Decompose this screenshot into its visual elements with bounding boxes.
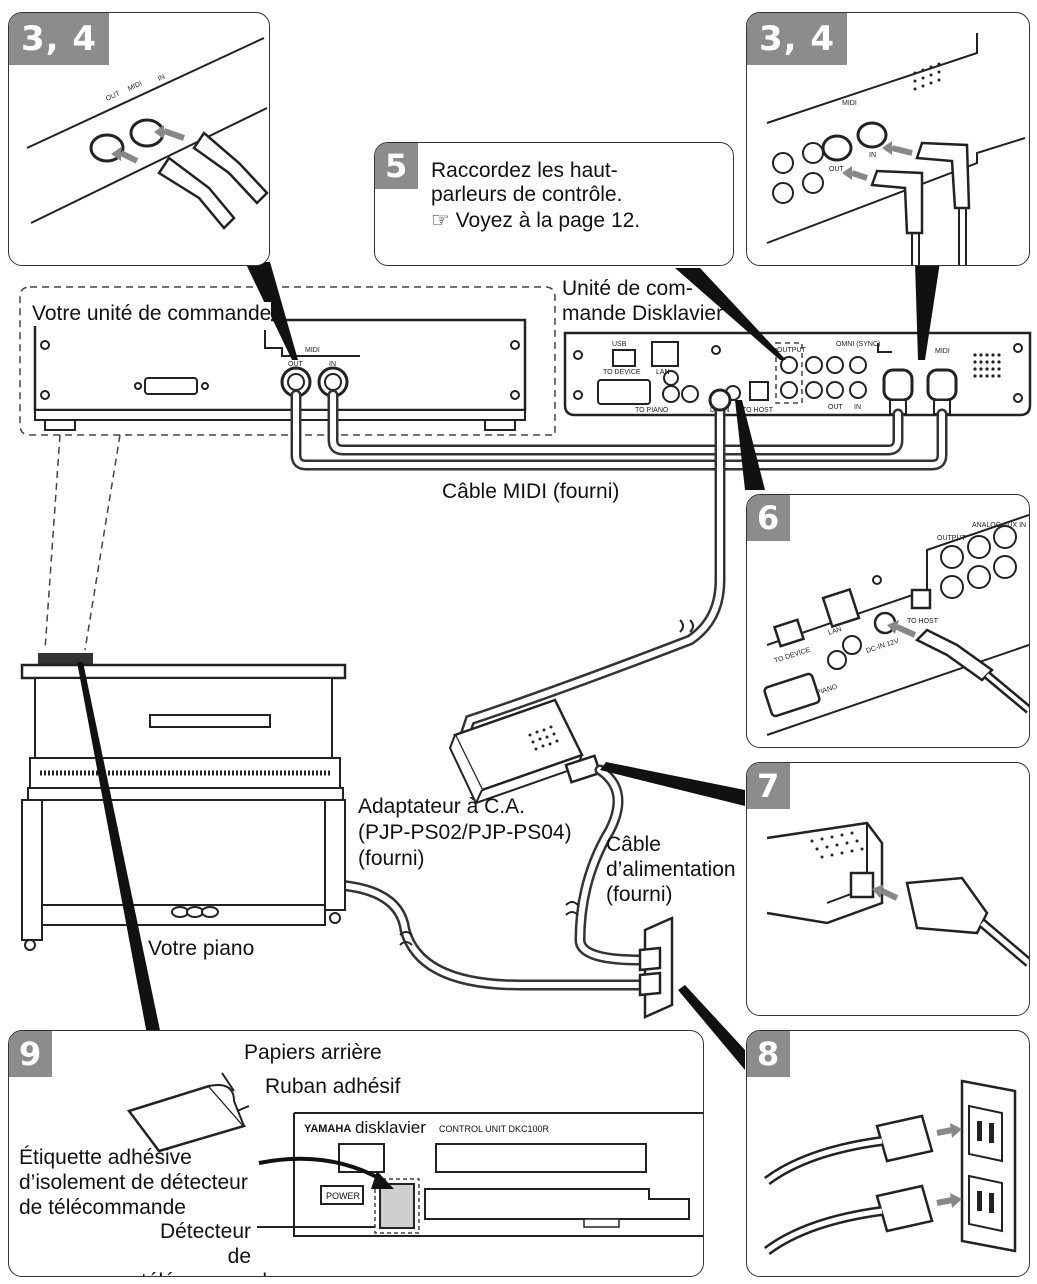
svg-text:OUTPUT: OUTPUT — [937, 535, 967, 542]
dk-out-label: OUT — [828, 404, 844, 411]
dk-omni-label: OMNI (SYNC) — [836, 341, 880, 348]
your-unit-in-label: IN — [329, 361, 336, 368]
adhesive-tape-label: Ruban adhésif — [265, 1075, 400, 1099]
svg-text:TO HOST: TO HOST — [907, 618, 939, 625]
dk-usb-label: USB — [612, 341, 627, 348]
dc-cable-inner — [465, 410, 720, 735]
power-cable-label: Câble d’alimentation (fourni) — [606, 832, 736, 907]
midi-cable-label: Câble MIDI (fourni) — [442, 480, 619, 504]
dk-in-label: IN — [854, 404, 861, 411]
svg-text:IN: IN — [157, 74, 166, 83]
dashed-leader-right — [85, 435, 120, 650]
your-unit-out-label: OUT — [288, 361, 304, 368]
adaptor-plug-closeup — [747, 763, 1029, 1015]
wall-plug-closeup — [747, 1031, 1029, 1276]
your-control-unit-label: Votre unité de commande — [32, 302, 271, 326]
dc-in-closeup: TO DEVICE LAN PIANO DC-IN 12V TO HOST OU… — [747, 495, 1029, 747]
svg-text:IN: IN — [869, 152, 876, 159]
sticker-label: Étiquette adhésive d’isolement de détect… — [19, 1145, 248, 1220]
dk-to-piano-label: TO PIANO — [635, 407, 669, 414]
dk-midi-label: MIDI — [935, 348, 950, 355]
remote-sensor — [380, 1184, 414, 1228]
upright-piano — [22, 653, 345, 950]
svg-text:MIDI: MIDI — [842, 100, 857, 107]
piano-cable-inner — [338, 885, 640, 985]
power-button-text: POWER — [326, 1191, 361, 1201]
midi-jacks-closeup-left: OUT MIDI IN — [9, 13, 269, 265]
backing-paper-label: Papiers arrière — [244, 1041, 382, 1065]
svg-text:PIANO: PIANO — [815, 683, 838, 697]
unit-name-text: CONTROL UNIT DKC100R — [439, 1124, 550, 1134]
dk-to-device-label: TO DEVICE — [603, 369, 641, 376]
panel-step-8: 8 — [746, 1030, 1030, 1277]
panel-step-3-4-left: 3, 4 OUT MIDI IN — [8, 12, 270, 266]
panel-step-7: 7 — [746, 762, 1030, 1016]
remote-sensor-label: Détecteur de télécommande — [141, 1219, 251, 1277]
dk-to-host-label: TO HOST — [742, 407, 774, 414]
svg-text:DC-IN 12V: DC-IN 12V — [865, 638, 900, 655]
cable-break-2 — [566, 902, 578, 915]
midi-jacks-closeup-right: MIDI OUT IN — [747, 13, 1029, 265]
disklavier-unit-label: Unité de com- mande Disklavier — [562, 276, 723, 326]
dc-plug — [710, 390, 730, 410]
dashed-leader-left — [45, 435, 60, 650]
brand-logo: YAMAHA — [304, 1123, 351, 1135]
step-badge-5: 5 — [375, 143, 418, 189]
wall-outlet — [640, 918, 672, 1017]
panel-step-9: 9 YAMAHA disklavier CONTROL UNIT DKC100R… — [8, 1030, 704, 1277]
svg-text:TO DEVICE: TO DEVICE — [773, 647, 811, 665]
your-piano-label: Votre piano — [148, 937, 254, 961]
dk-output-label: OUTPUT — [777, 347, 807, 354]
svg-text:LAN: LAN — [827, 626, 842, 637]
panel-step-6: 6 TO DEVICE LAN PIANO DC-IN 12V TO HOST … — [746, 494, 1030, 748]
step-5-page-ref: ☞ Voyez à la page 12. — [431, 209, 640, 233]
panel-step-5: 5 Raccordez les haut- parleurs de contrô… — [374, 142, 734, 266]
your-unit-midi-label: MIDI — [305, 347, 320, 354]
dc-cable — [465, 410, 720, 735]
your-control-unit — [35, 320, 525, 430]
model-logo: disklavier — [355, 1118, 426, 1137]
panel-step-3-4-right: 3, 4 MIDI OUT IN — [746, 12, 1030, 266]
ac-adaptor-label: Adaptateur à C.A. (PJP-PS02/PJP-PS04) (f… — [358, 794, 572, 872]
svg-text:OUT: OUT — [829, 166, 845, 173]
cable-break-1 — [680, 620, 693, 632]
step-5-text: Raccordez les haut- parleurs de contrôle… — [431, 159, 622, 207]
dk-lan-label: LAN — [656, 369, 670, 376]
svg-text:OUT: OUT — [105, 90, 122, 103]
svg-text:MIDI: MIDI — [127, 80, 143, 93]
